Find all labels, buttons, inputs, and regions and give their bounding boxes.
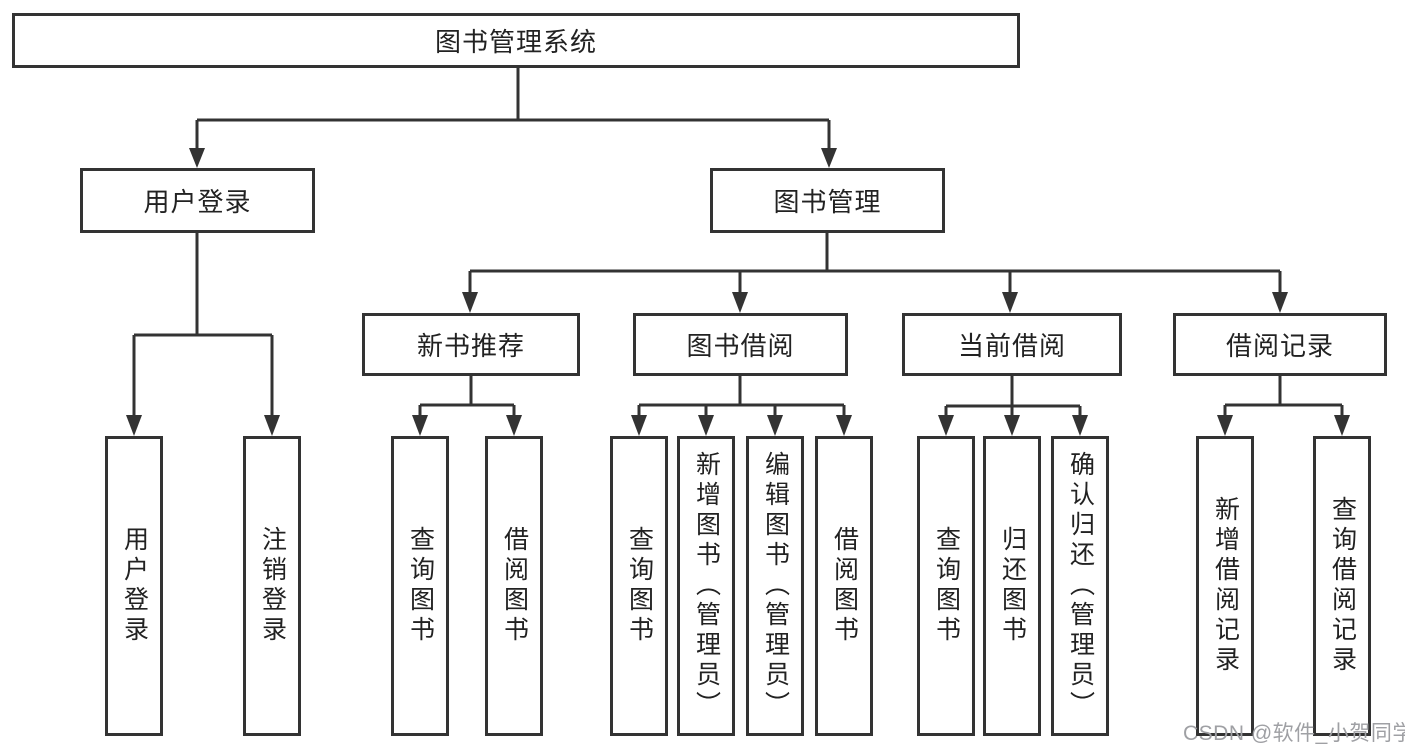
leaf-edit-books-admin: 编辑图书（管理员）	[746, 436, 804, 736]
node-book-borrow: 图书借阅	[633, 313, 848, 376]
leaf-confirm-return-admin: 确认归还（管理员）	[1051, 436, 1109, 736]
leaf-return-books: 归还图书	[983, 436, 1041, 736]
leaf-add-borrow-record-label: 新增借阅记录	[1211, 496, 1240, 676]
leaf-add-borrow-record: 新增借阅记录	[1196, 436, 1254, 736]
leaf-query-books-current-label: 查询图书	[932, 526, 961, 646]
node-user-login: 用户登录	[80, 168, 315, 233]
node-library-management-system: 图书管理系统	[12, 13, 1020, 68]
leaf-user-login-label: 用户登录	[120, 526, 149, 646]
leaf-query-books-current: 查询图书	[917, 436, 975, 736]
leaf-confirm-return-admin-label: 确认归还（管理员）	[1066, 451, 1095, 721]
leaf-query-books-recommend-label: 查询图书	[406, 526, 435, 646]
leaf-query-borrow-record-label: 查询借阅记录	[1328, 496, 1357, 676]
leaf-query-borrow-record: 查询借阅记录	[1313, 436, 1371, 736]
leaf-borrow-books: 借阅图书	[815, 436, 873, 736]
leaf-user-login: 用户登录	[105, 436, 163, 736]
leaf-borrow-books-recommend: 借阅图书	[485, 436, 543, 736]
csdn-watermark: CSDN @软件_小贺同学	[1183, 722, 1405, 745]
leaf-edit-books-admin-label: 编辑图书（管理员）	[761, 451, 790, 721]
leaf-logout-label: 注销登录	[258, 526, 287, 646]
node-book-management: 图书管理	[710, 168, 945, 233]
leaf-logout: 注销登录	[243, 436, 301, 736]
leaf-borrow-books-label: 借阅图书	[830, 526, 859, 646]
leaf-query-books-borrow: 查询图书	[610, 436, 668, 736]
leaf-add-books-admin: 新增图书（管理员）	[677, 436, 735, 736]
node-borrow-records: 借阅记录	[1173, 313, 1387, 376]
leaf-borrow-books-recommend-label: 借阅图书	[500, 526, 529, 646]
leaf-add-books-admin-label: 新增图书（管理员）	[692, 451, 721, 721]
leaf-return-books-label: 归还图书	[998, 526, 1027, 646]
leaf-query-books-recommend: 查询图书	[391, 436, 449, 736]
leaf-query-books-borrow-label: 查询图书	[625, 526, 654, 646]
node-new-book-recommend: 新书推荐	[362, 313, 580, 376]
node-current-borrow: 当前借阅	[902, 313, 1122, 376]
